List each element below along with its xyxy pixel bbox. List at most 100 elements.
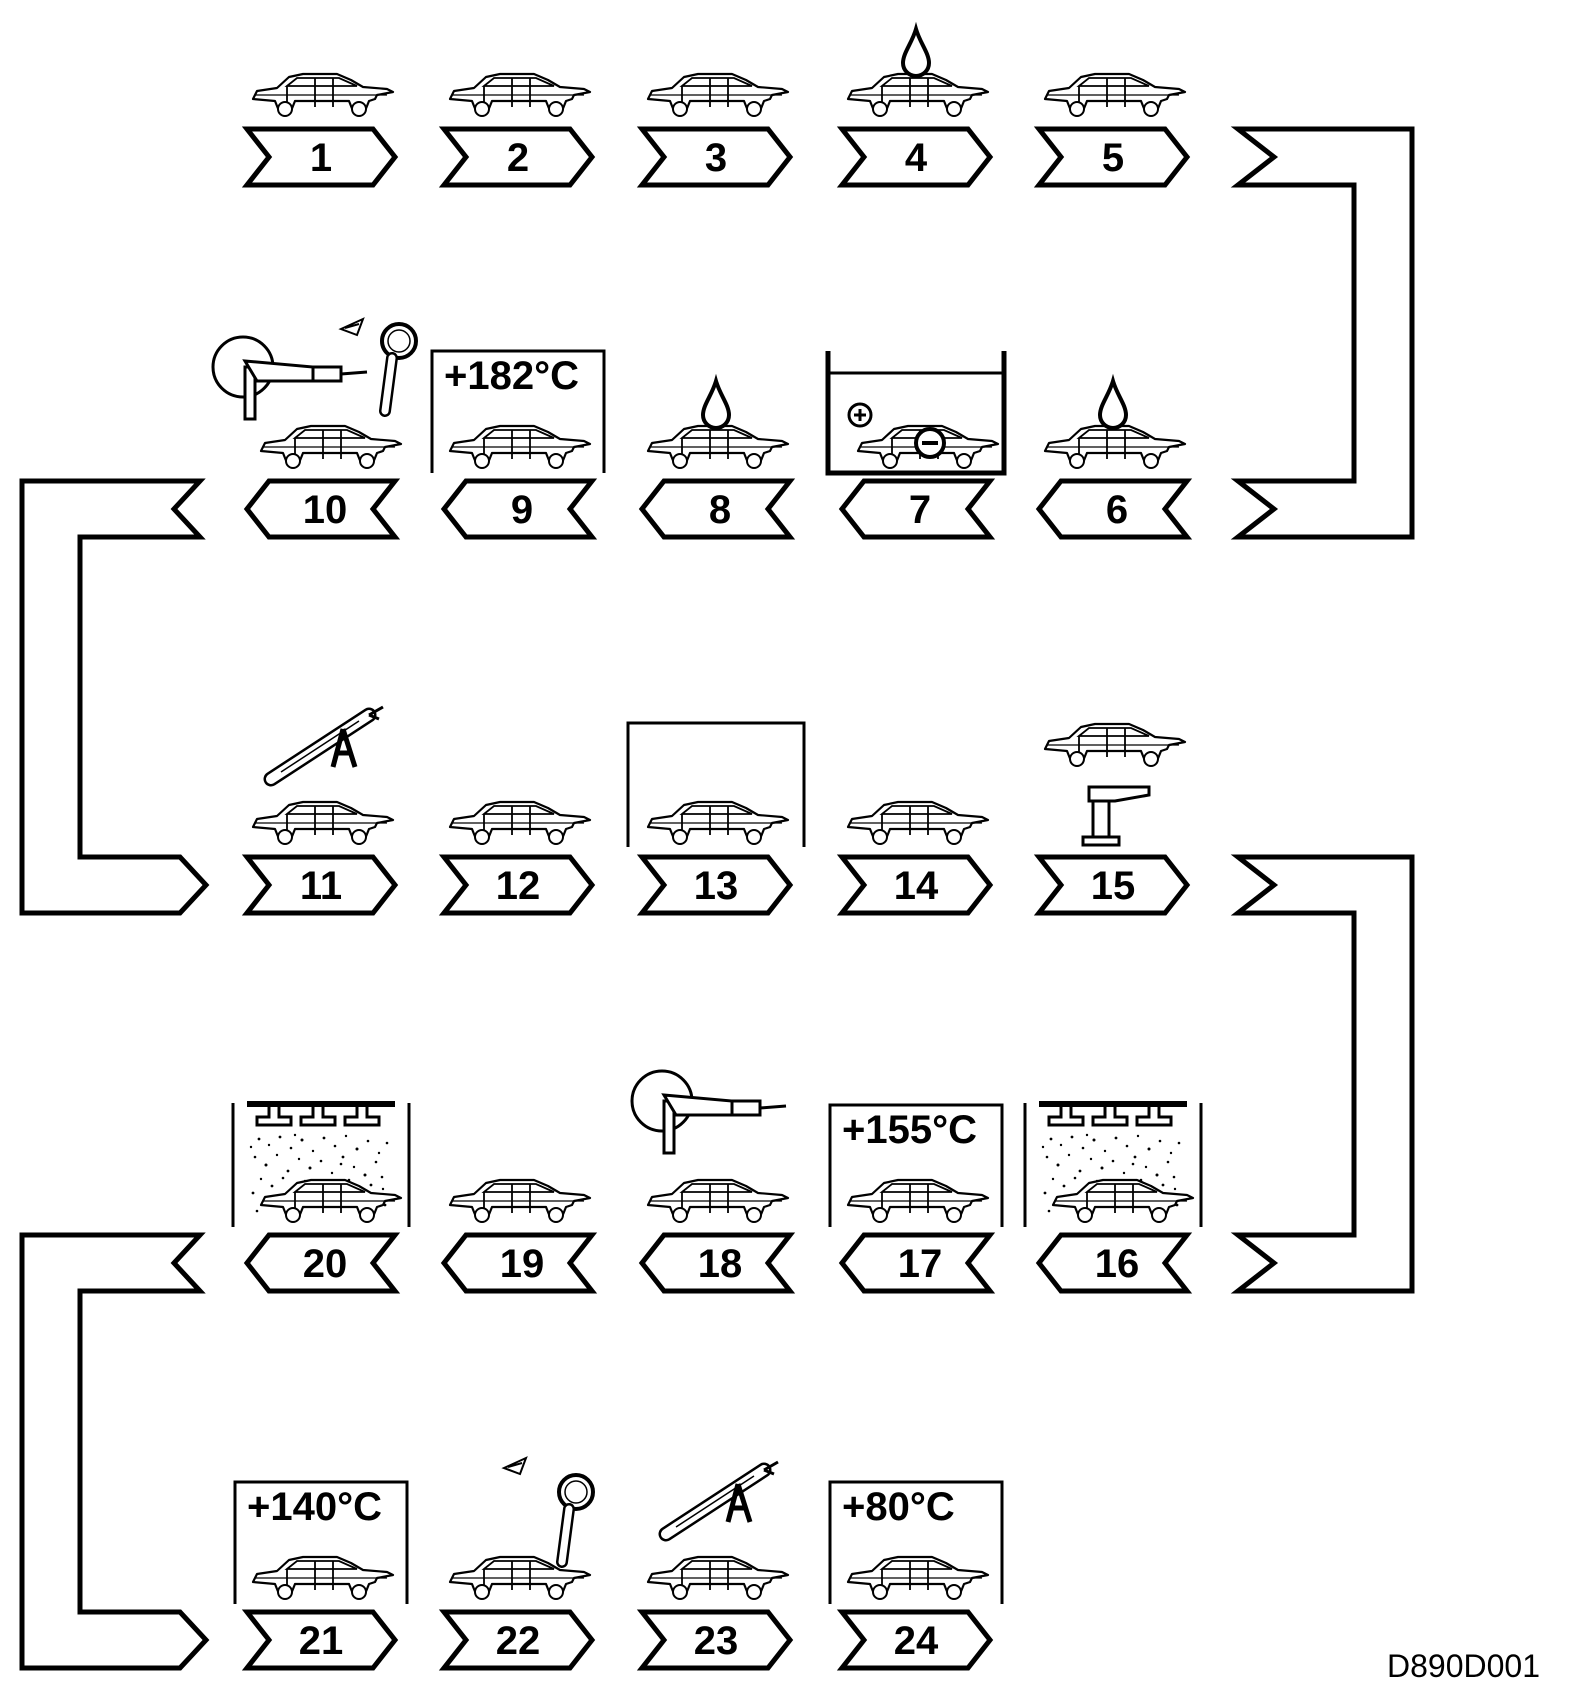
process-step: 6 <box>1035 379 1193 540</box>
step-number: 23 <box>694 1619 739 1663</box>
step-arrow <box>1035 478 1193 540</box>
step-arrow <box>440 1232 598 1294</box>
oven-temperature-label: +80°C <box>842 1485 955 1529</box>
underbody-spray-icon <box>1043 722 1187 847</box>
step-number: 12 <box>496 864 541 908</box>
step-arrow <box>638 478 796 540</box>
left-turn-connector <box>19 1232 210 1671</box>
step-number: 7 <box>909 488 931 532</box>
step-number: 15 <box>1091 864 1136 908</box>
inspection-icon <box>448 1457 593 1601</box>
booth-icon <box>626 721 806 847</box>
step-number: 14 <box>894 864 939 908</box>
step-arrow <box>838 1232 996 1294</box>
process-step: +155°C 17 <box>828 1103 1004 1294</box>
step-number: 10 <box>303 488 348 532</box>
flow-connectors <box>19 126 1415 1671</box>
step-arrow <box>836 1609 994 1671</box>
step-arrow <box>636 854 794 916</box>
process-step: 15 <box>1033 722 1191 916</box>
car-body-icon <box>448 800 592 846</box>
step-number: 16 <box>1095 1242 1140 1286</box>
step-number: 18 <box>698 1242 743 1286</box>
process-step: 16 <box>1023 1099 1203 1294</box>
oven-icon: +80°C <box>828 1480 1004 1604</box>
step-arrow <box>636 1609 794 1671</box>
drop-rinse-icon <box>646 379 790 470</box>
process-step: 19 <box>440 1178 598 1294</box>
oven-icon: +155°C <box>828 1103 1004 1227</box>
step-number: 21 <box>299 1619 344 1663</box>
step-arrow <box>438 126 596 188</box>
process-step: +80°C 24 <box>828 1480 1004 1671</box>
process-step: 3 <box>636 72 794 188</box>
step-number: 20 <box>303 1242 348 1286</box>
step-arrow <box>243 478 401 540</box>
step-number: 8 <box>709 488 731 532</box>
step-number: 13 <box>694 864 739 908</box>
step-arrow <box>836 126 994 188</box>
process-step: 20 <box>231 1099 411 1294</box>
step-arrow <box>636 126 794 188</box>
step-arrow <box>638 1232 796 1294</box>
step-number: 11 <box>300 864 342 908</box>
process-step: 2 <box>438 72 596 188</box>
oven-temperature-label: +155°C <box>842 1108 977 1152</box>
process-step: 7 <box>825 351 1007 540</box>
car-body-icon <box>846 800 990 846</box>
step-arrow <box>440 478 598 540</box>
step-arrow <box>836 854 994 916</box>
process-step: 11 <box>241 707 399 916</box>
step-arrow <box>241 126 399 188</box>
car-body-icon <box>251 72 395 118</box>
drop-rinse-icon <box>1043 379 1187 470</box>
figure-code: D890D001 <box>1387 1648 1540 1684</box>
process-step: 18 <box>630 1069 796 1294</box>
sanding-icon <box>630 1069 790 1224</box>
process-step: 14 <box>836 800 994 916</box>
step-arrow <box>438 1609 596 1671</box>
right-turn-connector <box>1230 126 1415 540</box>
process-step: 1 <box>241 72 399 188</box>
step-arrow <box>241 854 399 916</box>
oven-temperature-label: +182°C <box>444 354 579 398</box>
step-arrow <box>838 478 996 540</box>
oven-temperature-label: +140°C <box>247 1485 382 1529</box>
electrocoat-bath-icon <box>825 351 1007 476</box>
right-turn-connector <box>1230 854 1415 1294</box>
car-body-icon <box>646 72 790 118</box>
process-step: 22 <box>438 1457 596 1671</box>
process-step: 4 <box>836 27 994 188</box>
oven-icon: +140°C <box>233 1480 409 1604</box>
process-step: 13 <box>626 721 806 916</box>
step-number: 6 <box>1106 488 1128 532</box>
step-number: 5 <box>1102 136 1124 180</box>
step-arrow <box>1033 126 1191 188</box>
car-body-icon <box>448 72 592 118</box>
process-step: 10 <box>211 318 416 540</box>
process-step: 5 <box>1033 72 1191 188</box>
step-arrow <box>243 1232 401 1294</box>
sealing-gun-icon <box>251 707 395 846</box>
car-body-icon <box>448 1178 592 1224</box>
step-number: 17 <box>898 1242 943 1286</box>
step-arrow <box>1035 1232 1193 1294</box>
step-number: 4 <box>905 136 928 180</box>
step-number: 2 <box>507 136 529 180</box>
step-arrow <box>241 1609 399 1671</box>
sanding-inspection-icon <box>211 318 416 470</box>
drop-rinse-icon <box>846 27 990 118</box>
step-number: 9 <box>511 488 533 532</box>
car-body-icon <box>1043 72 1187 118</box>
step-number: 3 <box>705 136 727 180</box>
process-step: +140°C 21 <box>233 1480 409 1671</box>
sealing-gun-icon <box>646 1462 790 1601</box>
spray-booth-icon <box>231 1099 411 1227</box>
oven-icon: +182°C <box>430 349 606 473</box>
step-arrow <box>438 854 596 916</box>
left-turn-connector <box>19 478 210 916</box>
step-number: 24 <box>894 1619 939 1663</box>
process-step: 8 <box>638 379 796 540</box>
process-step: 12 <box>438 800 596 916</box>
process-step: 23 <box>636 1462 794 1671</box>
